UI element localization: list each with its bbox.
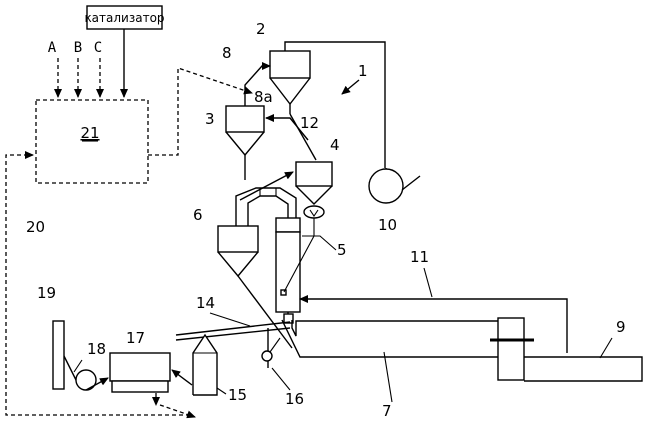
input-a-label: A xyxy=(48,40,57,56)
unit-17 xyxy=(110,353,170,392)
pump-18 xyxy=(76,370,108,390)
label-16: 16 xyxy=(285,390,304,408)
line-11 xyxy=(300,299,567,353)
element-16 xyxy=(262,328,280,368)
label-4: 4 xyxy=(330,136,340,154)
control-unit-21: 21 xyxy=(36,100,148,183)
kiln-7 xyxy=(282,318,642,381)
element-19 xyxy=(53,321,76,389)
label-7: 7 xyxy=(382,402,392,420)
label-3: 3 xyxy=(205,110,215,128)
label-15: 15 xyxy=(228,386,247,404)
label-19: 19 xyxy=(37,284,56,302)
catalyst-label: катализатор xyxy=(84,11,164,25)
label-11: 11 xyxy=(410,248,429,266)
label-5: 5 xyxy=(337,241,347,259)
label-1: 1 xyxy=(358,62,368,80)
fan-10 xyxy=(369,168,420,203)
label-6: 6 xyxy=(193,206,203,224)
label-10: 10 xyxy=(378,216,397,234)
silo-15 xyxy=(193,335,217,395)
arrow-15-to-17 xyxy=(172,370,192,385)
label-12: 12 xyxy=(300,114,319,132)
label-17: 17 xyxy=(126,329,145,347)
label-2: 2 xyxy=(256,20,266,38)
label-20: 20 xyxy=(26,218,45,236)
conveyor-14 xyxy=(176,322,290,340)
label-21: 21 xyxy=(80,124,99,142)
label-18: 18 xyxy=(87,340,106,358)
cyclone-2 xyxy=(270,42,385,168)
separator-3 xyxy=(226,106,264,180)
label-9: 9 xyxy=(616,318,626,336)
input-c-label: C xyxy=(94,40,102,56)
label-8: 8 xyxy=(222,44,232,62)
input-b-label: B xyxy=(74,40,82,56)
label-8a: 8a xyxy=(254,88,273,106)
catalyst-box: катализатор xyxy=(84,6,164,29)
reactor-5 xyxy=(276,218,300,323)
cyclone-4 xyxy=(296,162,332,204)
label-14: 14 xyxy=(196,294,215,312)
label-1-pointer xyxy=(342,80,359,94)
